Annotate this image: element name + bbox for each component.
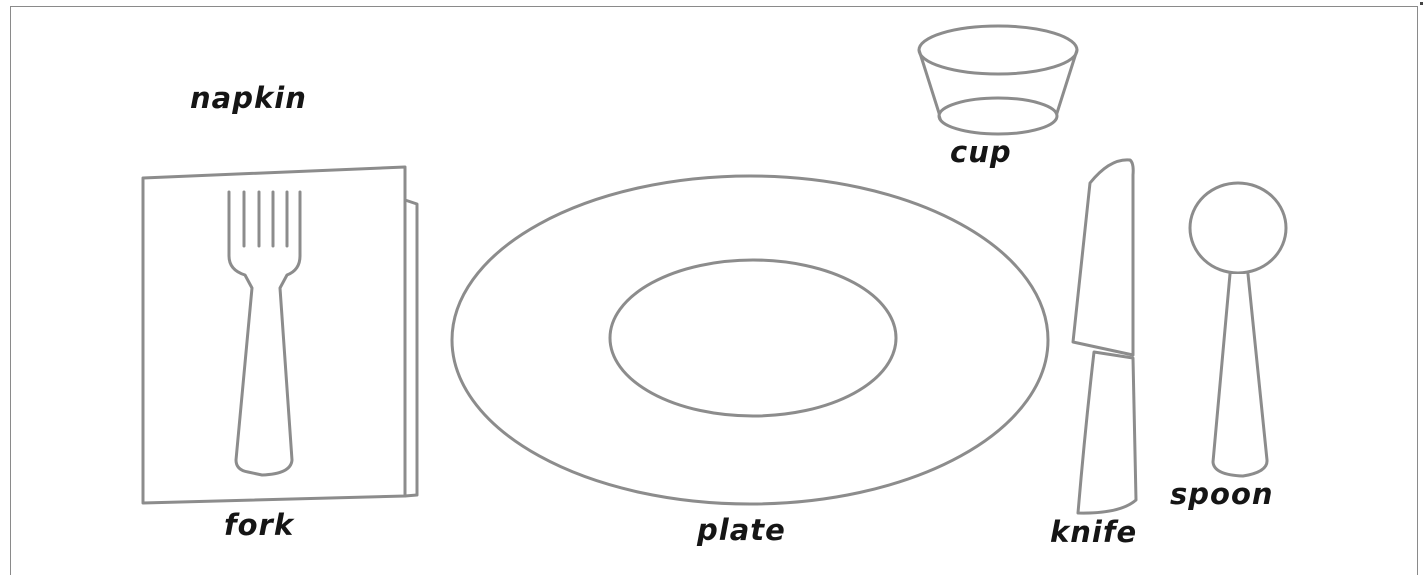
label-napkin: napkin (190, 84, 307, 113)
label-plate: plate (697, 516, 786, 545)
label-cup: cup (950, 138, 1012, 167)
knife-shape (1073, 160, 1136, 513)
label-spoon: spoon (1170, 480, 1274, 509)
label-fork: fork (224, 511, 294, 540)
cup-shape (919, 26, 1077, 134)
plate-shape (452, 176, 1048, 504)
label-knife: knife (1050, 518, 1137, 547)
spoon-shape (1190, 183, 1286, 476)
